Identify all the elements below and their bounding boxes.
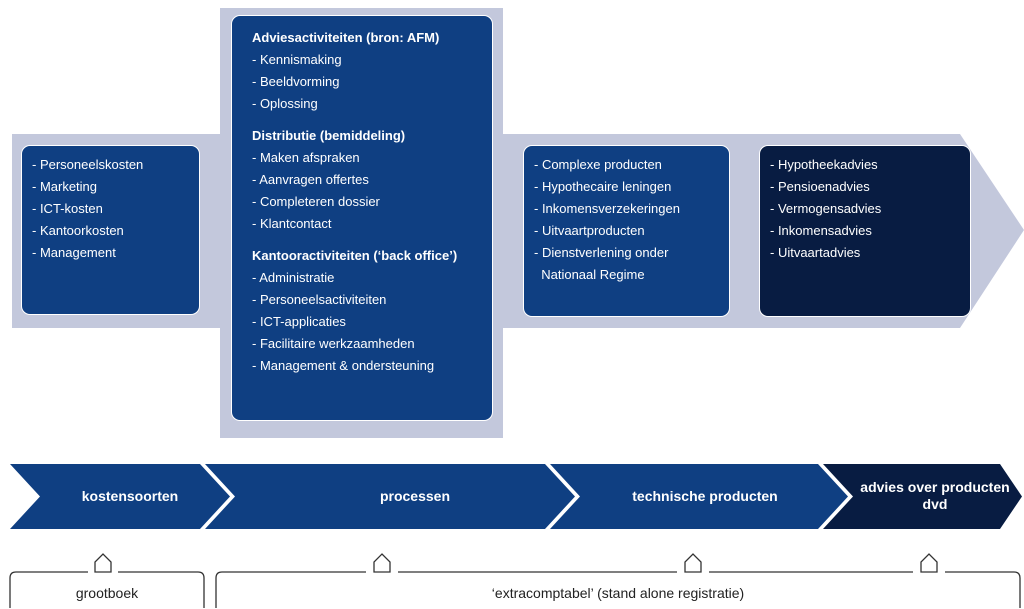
stage-chevron-technische-producten <box>550 464 848 529</box>
process-section-back-office: Kantooractiviteiten (‘back office’) - Ad… <box>252 245 474 377</box>
advice-item: - Inkomensadvies <box>770 223 872 238</box>
product-item: - Hypothecaire leningen <box>534 179 672 194</box>
process-item: - Kennismaking <box>252 52 342 67</box>
stage-label-technische-producten: technische producten <box>632 488 778 504</box>
cost-item: - Management <box>32 245 116 260</box>
process-item: - Facilitaire werkzaamheden <box>252 336 415 351</box>
process-item: - ICT-applicaties <box>252 314 346 329</box>
stage-chevron-bar <box>10 464 1022 529</box>
advice-item: - Hypotheekadvies <box>770 157 878 172</box>
stage-chevron-advies <box>823 464 1022 529</box>
stage-label-kostensoorten: kostensoorten <box>81 488 179 504</box>
process-section-title: Adviesactiviteiten (bron: AFM) <box>252 30 440 45</box>
advice-products-box: - Hypotheekadvies - Pensioenadvies - Ver… <box>759 145 971 317</box>
stage-chevron-kostensoorten <box>10 464 230 529</box>
register-label-grootboek: grootboek <box>75 585 139 601</box>
cost-item: - Marketing <box>32 179 98 194</box>
cost-item: - Kantoorkosten <box>32 223 124 238</box>
process-item: - Management & ondersteuning <box>252 358 435 373</box>
bracket-grootboek <box>9 571 205 608</box>
register-label-extracomptabel: ‘extracomptabel’ (stand alone registrati… <box>491 585 745 601</box>
house-icon <box>920 553 938 573</box>
product-item: - Dienstverlening onder <box>534 245 669 260</box>
cost-item: - Personeelskosten <box>32 157 144 172</box>
cost-item: - ICT-kosten <box>32 201 103 216</box>
house-icon <box>94 553 112 573</box>
process-section-distribution: Distributie (bemiddeling) - Maken afspra… <box>252 125 474 235</box>
product-item: - Uitvaartproducten <box>534 223 645 238</box>
process-section-title: Distributie (bemiddeling) <box>252 128 406 143</box>
advice-item: - Vermogensadvies <box>770 201 882 216</box>
process-section-advice: Adviesactiviteiten (bron: AFM) - Kennism… <box>252 27 474 115</box>
process-item: - Aanvragen offertes <box>252 172 369 187</box>
advice-item: - Pensioenadvies <box>770 179 870 194</box>
process-item: - Maken afspraken <box>252 150 360 165</box>
technical-products-box: - Complexe producten - Hypothecaire leni… <box>523 145 730 317</box>
process-item: - Completeren dossier <box>252 194 380 209</box>
product-item: Nationaal Regime <box>534 267 645 282</box>
product-item: - Complexe producten <box>534 157 662 172</box>
stage-label-processen: processen <box>379 488 451 504</box>
process-item: - Beeldvorming <box>252 74 340 89</box>
process-item: - Oplossing <box>252 96 318 111</box>
process-item: - Klantcontact <box>252 216 332 231</box>
house-icon <box>684 553 702 573</box>
process-item: - Administratie <box>252 270 335 285</box>
processes-box: Adviesactiviteiten (bron: AFM) - Kennism… <box>231 15 493 421</box>
cost-types-box: - Personeelskosten - Marketing - ICT-kos… <box>21 145 200 315</box>
process-section-title: Kantooractiviteiten (‘back office’) <box>252 248 458 263</box>
stage-label-advies: advies over producten dvd <box>860 479 1010 512</box>
process-item: - Personeelsactiviteiten <box>252 292 387 307</box>
registration-brackets <box>9 553 1021 608</box>
stage-chevron-processen <box>205 464 575 529</box>
product-item: - Inkomensverzekeringen <box>534 201 680 216</box>
advice-item: - Uitvaartadvies <box>770 245 861 260</box>
bracket-extracomptabel <box>215 571 1021 608</box>
house-icon <box>373 553 391 573</box>
